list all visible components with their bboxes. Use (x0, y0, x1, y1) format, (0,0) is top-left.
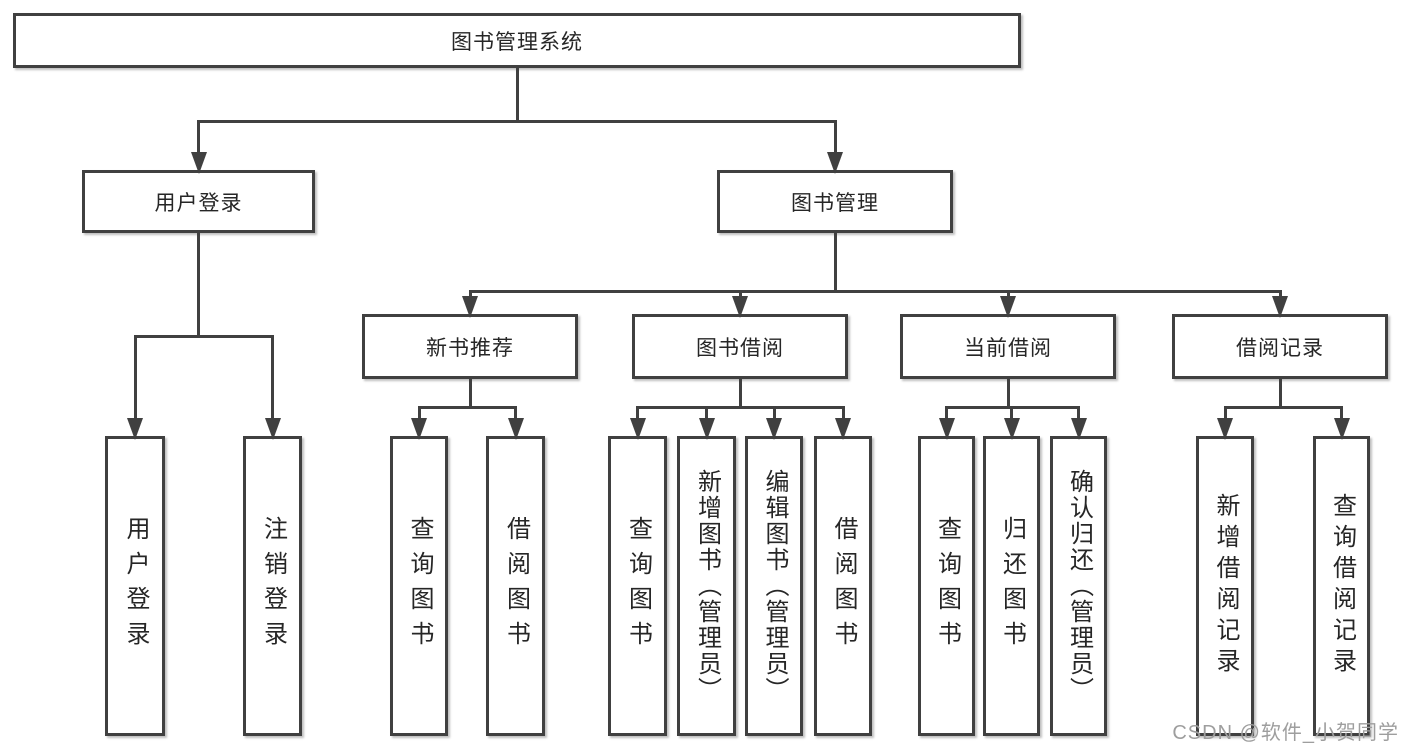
arrow-down-icon (411, 418, 427, 440)
arrow-down-icon (462, 296, 478, 318)
connector-stem (738, 378, 742, 409)
node-leaf-query-borrow-record: 查询借阅记录 (1313, 436, 1370, 736)
arrow-down-icon (507, 418, 524, 440)
node-label-leaf-add-books-admin: 新增图书（管理员） (693, 469, 721, 703)
node-label-book-management: 图书管理 (791, 191, 879, 215)
node-leaf-query-books-borrow: 查询图书 (608, 436, 667, 736)
connector-branch (197, 120, 837, 123)
connector-branch (133, 335, 274, 338)
node-label-leaf-borrow-books-borrow: 借阅图书 (830, 516, 857, 656)
connector-drop (271, 335, 274, 430)
arrow-down-icon (264, 418, 281, 440)
arrow-down-icon (835, 418, 851, 440)
node-leaf-confirm-return-admin: 确认归还（管理员） (1050, 436, 1107, 736)
node-label-current-borrowing: 当前借阅 (964, 336, 1052, 360)
node-leaf-borrow-books-borrow: 借阅图书 (814, 436, 872, 736)
node-leaf-logout: 注销登录 (243, 436, 302, 736)
node-label-leaf-query-borrow-record: 查询借阅记录 (1328, 493, 1356, 679)
connector-branch (636, 406, 845, 409)
node-label-leaf-borrow-books-rec: 借阅图书 (502, 516, 530, 656)
connector-stem (515, 67, 519, 123)
node-leaf-add-books-admin: 新增图书（管理员） (677, 436, 736, 736)
node-label-leaf-confirm-return-admin: 确认归还（管理员） (1065, 469, 1093, 703)
node-leaf-edit-books-admin: 编辑图书（管理员） (745, 436, 803, 736)
node-label-leaf-logout: 注销登录 (259, 516, 287, 656)
node-leaf-borrow-books-rec: 借阅图书 (486, 436, 545, 736)
node-label-leaf-edit-books-admin: 编辑图书（管理员） (761, 469, 788, 703)
node-label-leaf-query-books-borrow: 查询图书 (624, 516, 652, 656)
arrow-down-icon (827, 152, 843, 174)
node-label-leaf-add-borrow-record: 新增借阅记录 (1212, 493, 1239, 679)
arrow-down-icon (127, 418, 143, 440)
arrow-down-icon (1333, 418, 1350, 440)
arrow-down-icon (1003, 418, 1020, 440)
connector-stem (833, 232, 837, 293)
connector-stem (468, 378, 472, 409)
connector-branch (417, 406, 517, 409)
connector-branch (468, 290, 1282, 293)
arrow-down-icon (1217, 418, 1233, 440)
node-label-leaf-user-login: 用户登录 (122, 516, 149, 656)
node-leaf-return-books: 归还图书 (983, 436, 1040, 736)
node-leaf-query-books-current: 查询图书 (918, 436, 975, 736)
node-root: 图书管理系统 (13, 13, 1021, 68)
node-label-user-login: 用户登录 (154, 191, 243, 215)
connector-branch (1223, 406, 1343, 409)
node-label-borrowing-records: 借阅记录 (1236, 336, 1324, 360)
node-label-leaf-return-books: 归还图书 (998, 516, 1026, 656)
connector-stem (1278, 378, 1282, 409)
connector-drop (197, 120, 200, 164)
node-book-management: 图书管理 (717, 170, 953, 233)
node-borrowing-records: 借阅记录 (1172, 314, 1388, 379)
node-leaf-add-borrow-record: 新增借阅记录 (1196, 436, 1254, 736)
node-leaf-user-login: 用户登录 (105, 436, 165, 736)
connector-stem (197, 232, 200, 338)
node-label-leaf-query-books-current: 查询图书 (933, 516, 961, 656)
arrow-down-icon (1070, 418, 1087, 440)
connector-stem (1006, 378, 1010, 409)
node-book-borrowing: 图书借阅 (632, 314, 848, 379)
node-user-login: 用户登录 (82, 170, 315, 233)
connector-drop (833, 120, 837, 164)
node-new-book-recommend: 新书推荐 (362, 314, 578, 379)
node-current-borrowing: 当前借阅 (900, 314, 1116, 379)
node-label-root: 图书管理系统 (451, 30, 583, 54)
arrow-down-icon (766, 418, 782, 440)
node-label-book-borrowing: 图书借阅 (696, 336, 784, 360)
arrow-down-icon (629, 418, 646, 440)
arrow-down-icon (698, 418, 715, 440)
connector-drop (133, 335, 137, 430)
node-leaf-query-books-rec: 查询图书 (390, 436, 448, 736)
arrow-down-icon (190, 152, 207, 174)
arrow-down-icon (732, 296, 748, 318)
watermark: CSDN @软件_小贺同学 (1172, 722, 1399, 744)
node-label-new-book-recommend: 新书推荐 (426, 336, 514, 360)
node-label-leaf-query-books-rec: 查询图书 (406, 516, 433, 656)
arrow-down-icon (938, 418, 955, 440)
arrow-down-icon (1000, 296, 1016, 318)
arrow-down-icon (1272, 296, 1288, 318)
